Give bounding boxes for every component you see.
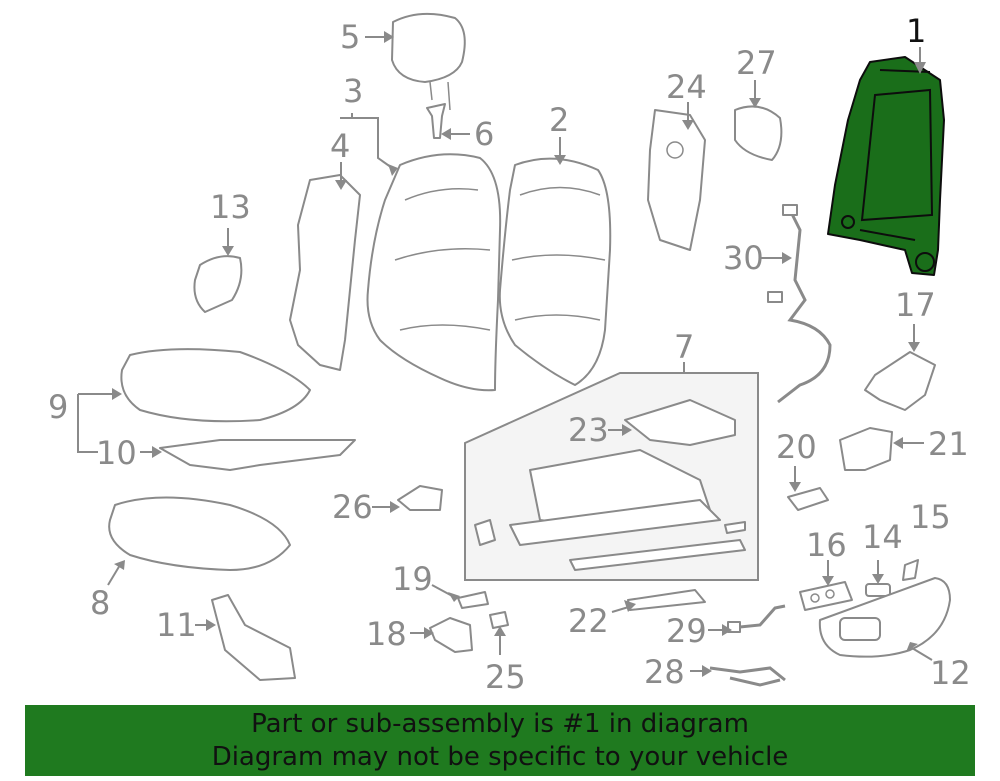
- label-11: 11: [156, 606, 197, 644]
- label-8: 8: [90, 584, 110, 622]
- part-27-cover[interactable]: [734, 105, 783, 161]
- part-16-switch[interactable]: [799, 581, 853, 611]
- part-9-seat-cushion[interactable]: [120, 348, 311, 423]
- part-13-cover[interactable]: [193, 255, 243, 313]
- label-4: 4: [330, 127, 350, 165]
- label-18: 18: [366, 615, 407, 653]
- label-27: 27: [736, 44, 777, 82]
- part-15-knob[interactable]: [902, 559, 919, 581]
- label-12: 12: [930, 654, 971, 692]
- part-3-seatback-cover[interactable]: [366, 153, 502, 392]
- part-20-clip[interactable]: [787, 487, 829, 511]
- part-17-bracket[interactable]: [864, 351, 936, 411]
- part-11-side-cover[interactable]: [211, 594, 296, 681]
- label-24: 24: [666, 68, 707, 106]
- part-28-harness[interactable]: [709, 666, 786, 687]
- part-24-side-airbag[interactable]: [647, 109, 706, 251]
- part-26-bracket[interactable]: [397, 485, 443, 511]
- label-29: 29: [666, 612, 707, 650]
- label-20: 20: [776, 428, 817, 466]
- label-15: 15: [910, 498, 951, 536]
- part-12-side-shield[interactable]: [818, 577, 951, 658]
- label-25: 25: [485, 658, 526, 696]
- label-17: 17: [895, 286, 936, 324]
- part-5-headrest[interactable]: [391, 12, 466, 111]
- part-30-wire-harness[interactable]: [767, 204, 832, 404]
- label-26: 26: [332, 488, 373, 526]
- part-14-knob[interactable]: [865, 583, 891, 597]
- label-7: 7: [674, 328, 694, 366]
- part-29-wire[interactable]: [727, 604, 786, 633]
- label-5: 5: [340, 18, 360, 56]
- part-6-headrest-guide[interactable]: [426, 103, 446, 139]
- label-13: 13: [210, 188, 251, 226]
- label-22: 22: [568, 602, 609, 640]
- part-2-seatback-pad[interactable]: [498, 157, 612, 386]
- label-16: 16: [806, 526, 847, 564]
- label-3: 3: [343, 72, 363, 110]
- part-23-lever[interactable]: [624, 399, 736, 446]
- banner-line-2: Diagram may not be specific to your vehi…: [211, 742, 789, 772]
- banner-line-1: Part or sub-assembly is #1 in diagram: [251, 709, 749, 739]
- label-23: 23: [568, 411, 609, 449]
- part-8-cushion-pad[interactable]: [108, 496, 291, 571]
- part-4-seatback-insert[interactable]: [289, 174, 361, 371]
- part-25-clip[interactable]: [489, 611, 509, 629]
- part-1-seatback-frame[interactable]: [827, 56, 945, 276]
- part-18-bracket[interactable]: [429, 617, 473, 653]
- label-2: 2: [549, 101, 569, 139]
- label-1: 1: [906, 12, 926, 50]
- label-9: 9: [48, 388, 68, 426]
- info-banner: Part or sub-assembly is #1 in diagram Di…: [25, 705, 975, 776]
- label-21: 21: [928, 425, 969, 463]
- label-28: 28: [644, 653, 685, 691]
- label-14: 14: [862, 518, 903, 556]
- label-10: 10: [96, 434, 137, 472]
- part-7-adjuster-box[interactable]: [464, 372, 759, 581]
- label-30: 30: [723, 239, 764, 277]
- part-21-bracket[interactable]: [839, 427, 893, 471]
- part-10-seat-heater[interactable]: [159, 439, 356, 471]
- label-19: 19: [392, 560, 433, 598]
- label-6: 6: [474, 115, 494, 153]
- part-22-cover[interactable]: [627, 589, 706, 611]
- part-19-clip[interactable]: [457, 591, 489, 609]
